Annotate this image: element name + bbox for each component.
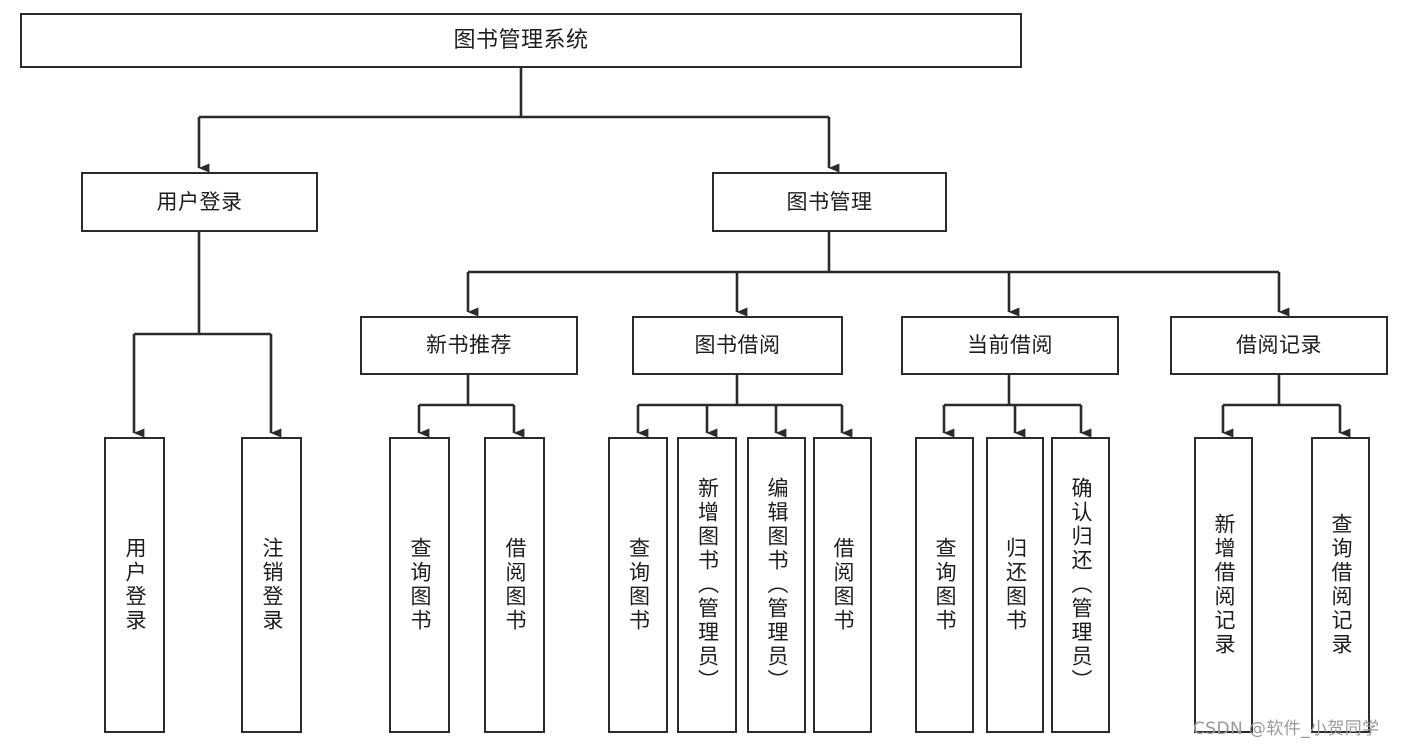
- node-leaf-search-book-borrow[interactable]: 查询图书: [608, 437, 668, 733]
- node-label: 图书管理: [786, 189, 873, 214]
- node-leaf-add-book-admin[interactable]: 新增图书（管理员）: [677, 437, 737, 733]
- node-new-book-recommend[interactable]: 新书推荐: [360, 316, 578, 375]
- node-label: 借阅图书: [503, 537, 527, 633]
- node-label: 归还图书: [1003, 537, 1028, 633]
- node-label: 确认归还（管理员）: [1069, 477, 1093, 693]
- node-label: 新增图书（管理员）: [695, 477, 720, 693]
- node-leaf-return-book[interactable]: 归还图书: [986, 437, 1044, 733]
- node-book-borrow[interactable]: 图书借阅: [632, 316, 843, 375]
- node-label: 查询图书: [626, 537, 651, 633]
- node-label: 编辑图书（管理员）: [765, 477, 789, 693]
- node-label: 图书借阅: [694, 333, 781, 358]
- node-leaf-logout[interactable]: 注销登录: [241, 437, 302, 733]
- node-label: 借阅图书: [831, 537, 855, 633]
- node-label: 新书推荐: [426, 333, 512, 358]
- node-root-system[interactable]: 图书管理系统: [20, 13, 1022, 68]
- node-leaf-search-book-current[interactable]: 查询图书: [915, 437, 974, 733]
- node-label: 新增借阅记录: [1212, 513, 1236, 657]
- node-label: 用户登录: [123, 537, 147, 633]
- node-label: 查询图书: [408, 537, 432, 633]
- node-leaf-edit-book-admin[interactable]: 编辑图书（管理员）: [747, 437, 806, 733]
- node-label: 注销登录: [260, 537, 284, 633]
- node-user-login[interactable]: 用户登录: [81, 172, 318, 232]
- node-book-manage[interactable]: 图书管理: [712, 172, 947, 232]
- node-leaf-add-borrow-record[interactable]: 新增借阅记录: [1194, 437, 1253, 733]
- node-leaf-search-book-rec[interactable]: 查询图书: [389, 437, 450, 733]
- node-leaf-confirm-return-admin[interactable]: 确认归还（管理员）: [1051, 437, 1110, 733]
- node-borrow-record[interactable]: 借阅记录: [1170, 316, 1388, 375]
- node-current-borrow[interactable]: 当前借阅: [901, 316, 1119, 375]
- node-label: 查询借阅记录: [1329, 513, 1353, 657]
- node-label: 借阅记录: [1236, 333, 1322, 358]
- csdn-watermark: CSDN @软件_小贺同学: [1193, 719, 1380, 739]
- node-label: 查询图书: [933, 537, 957, 633]
- node-label: 当前借阅: [967, 333, 1053, 358]
- node-label: 图书管理系统: [453, 27, 589, 53]
- node-leaf-borrow-book-rec[interactable]: 借阅图书: [484, 437, 545, 733]
- node-label: 用户登录: [156, 189, 243, 214]
- node-leaf-borrow-book[interactable]: 借阅图书: [813, 437, 872, 733]
- node-leaf-search-borrow-record[interactable]: 查询借阅记录: [1311, 437, 1370, 733]
- node-leaf-user-login[interactable]: 用户登录: [104, 437, 165, 733]
